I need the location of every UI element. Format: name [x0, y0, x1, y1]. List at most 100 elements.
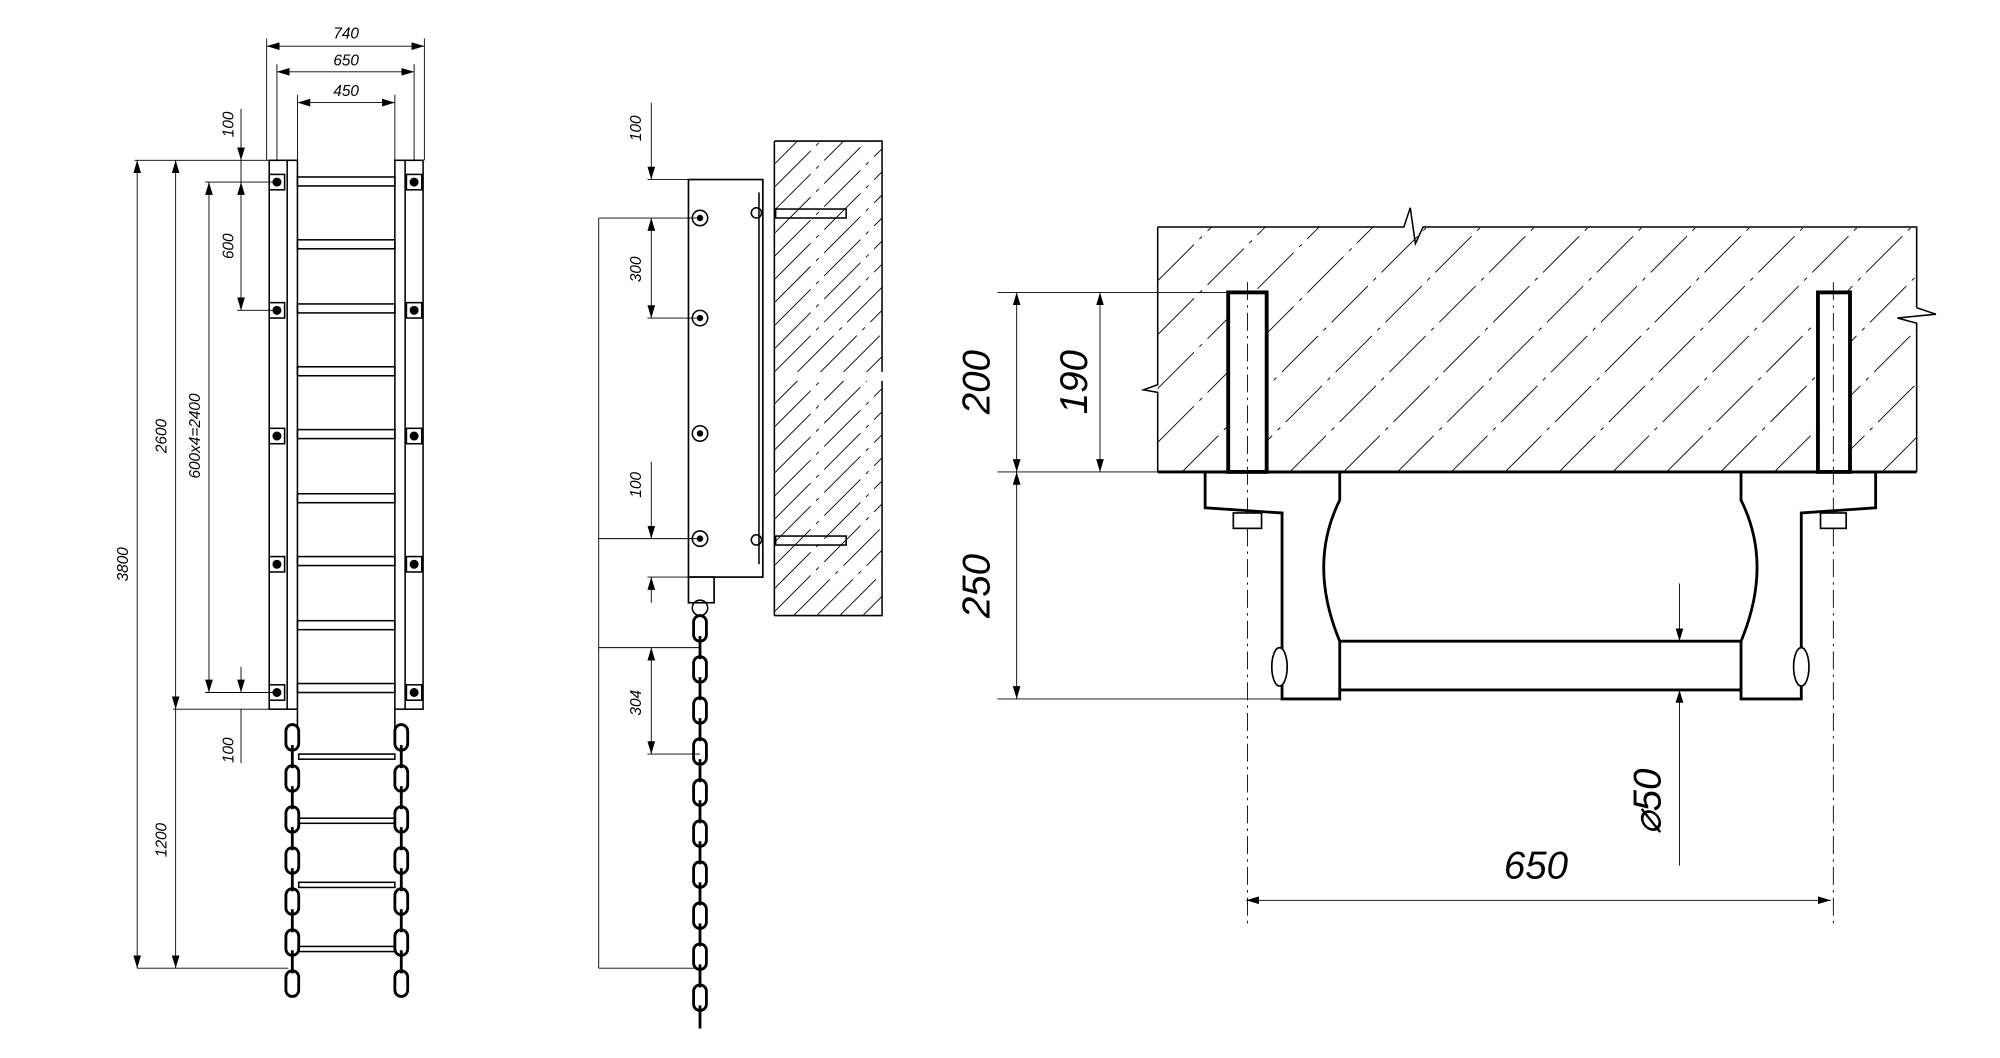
wall-section [773, 140, 883, 617]
ladder-rail-right [394, 159, 424, 710]
svg-text:650: 650 [333, 52, 359, 69]
hatch-line [774, 148, 883, 257]
hatch-line [1881, 436, 1917, 473]
hatch-line [774, 434, 883, 543]
chain-side [691, 599, 709, 1029]
hatch-line [1558, 226, 1805, 473]
chain-ladder-rung [297, 881, 396, 889]
hatch-line [1612, 226, 1859, 473]
wall-plate [687, 178, 764, 604]
svg-text:3800: 3800 [115, 547, 132, 582]
anchor-bolts [750, 206, 847, 546]
dimension-3800: 3800 [115, 159, 289, 969]
bolt-plate [405, 301, 423, 319]
dimension-650: 650 [276, 52, 415, 161]
hatch-line [774, 411, 883, 520]
hatch-line [1666, 226, 1912, 473]
hatch-line [774, 240, 883, 350]
bolt-plate [268, 427, 286, 445]
hatch-line [820, 310, 883, 373]
svg-text:304: 304 [628, 690, 645, 716]
hatch-line [774, 140, 867, 234]
ladder-rung [296, 303, 396, 314]
hatch-line [1397, 226, 1643, 473]
chain-ladder-rung [297, 753, 396, 760]
svg-text:250: 250 [956, 553, 999, 619]
hatch-line [774, 140, 798, 165]
bracket-left [1203, 470, 1342, 701]
dimension-740: 740 [266, 25, 425, 161]
hatch-line [843, 333, 883, 373]
hatch-line [774, 194, 883, 303]
hatch-line [774, 457, 883, 566]
hatch-line [797, 286, 883, 373]
bolt-center [696, 430, 704, 437]
ladder-rungs [296, 176, 396, 694]
ladder-rung [296, 176, 396, 187]
ladder-rung [296, 619, 396, 631]
bolt-plate [405, 173, 423, 191]
anchor-bolt-right [1816, 282, 1852, 924]
svg-text:600x4=2400: 600x4=2400 [187, 393, 204, 479]
bolt-icon [272, 431, 282, 441]
chain-link [284, 969, 301, 998]
hatch-line [774, 388, 883, 497]
hatch-line [839, 572, 883, 616]
section-dimensions: 200 190 250 ⌀50 650 [956, 291, 1831, 905]
bolt-icon [409, 305, 419, 315]
svg-text:200: 200 [956, 349, 999, 415]
ladder-rung [296, 555, 396, 567]
rung-section [1339, 639, 1742, 692]
svg-text:650: 650 [1504, 844, 1569, 887]
hatch-line [862, 596, 883, 616]
side-dimensions: 100 300 100 304 [598, 102, 701, 969]
svg-text:300: 300 [628, 256, 645, 282]
hatch-line [1157, 226, 1212, 282]
chain-ladder-rung [297, 945, 396, 953]
hatch-line [774, 380, 867, 474]
hatch-line [816, 549, 883, 616]
bracket-right [1739, 470, 1878, 701]
bolt-plate [405, 427, 423, 445]
hatch-line [1504, 226, 1751, 473]
ladder-rung [296, 366, 396, 377]
bolt-plate [405, 555, 423, 573]
svg-text:100: 100 [220, 737, 237, 763]
ladder-rung [296, 492, 396, 504]
bolt-plate [268, 555, 286, 573]
section-view: 200 190 250 ⌀50 650 [956, 207, 1937, 924]
hatch-line [774, 217, 883, 327]
svg-text:450: 450 [333, 83, 359, 100]
svg-text:1200: 1200 [154, 822, 171, 857]
svg-text:100: 100 [628, 471, 645, 497]
svg-text:⌀50: ⌀50 [1626, 768, 1669, 835]
hatch-line [774, 263, 883, 373]
svg-text:100: 100 [628, 115, 645, 141]
hatch-line [866, 356, 883, 373]
side-view: 100 300 100 304 [598, 102, 883, 1029]
hatch-line [774, 380, 821, 428]
bolt-icon [409, 177, 419, 187]
hatch-line [774, 480, 883, 589]
svg-text:600: 600 [220, 233, 237, 259]
hatch-line [774, 380, 844, 451]
bolt-icon [409, 559, 419, 569]
ladder-rung [296, 428, 396, 440]
bolt-icon [409, 431, 419, 441]
hatch-line [774, 140, 821, 188]
hatch-line [793, 526, 883, 616]
bolt-icon [272, 559, 282, 569]
hatch-line [1235, 226, 1482, 473]
svg-text:190: 190 [1053, 349, 1096, 414]
hatch-line [1450, 226, 1697, 473]
hatch-line [774, 380, 798, 405]
hatch-line [1343, 226, 1589, 473]
hatch-line [774, 171, 883, 280]
ladder-rung [296, 682, 396, 694]
chain-link [393, 969, 410, 998]
dimension-2600: 2600 1200 [154, 159, 270, 969]
front-view: 740 650 450 3800 2600 1200 600x [115, 25, 425, 998]
anchor-bolt-left [1226, 282, 1269, 924]
svg-text:2600: 2600 [154, 418, 171, 454]
